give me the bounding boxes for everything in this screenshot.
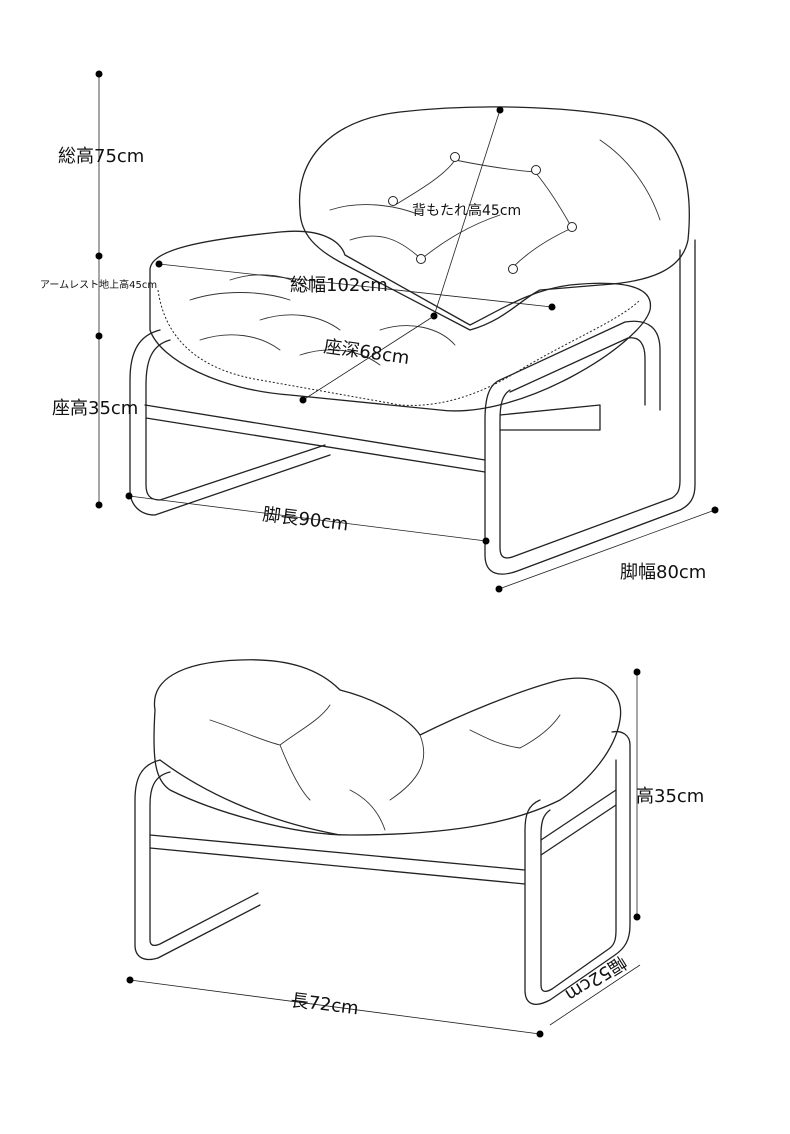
seat-depth-label: 座深68cm xyxy=(322,336,410,369)
ottoman-length-label: 長72cm xyxy=(289,990,359,1019)
ottoman-drawing xyxy=(134,659,631,1005)
total-width-label: 総幅102cm xyxy=(290,275,388,296)
ottoman-dimension-lines xyxy=(126,668,641,1038)
chair-drawing xyxy=(129,106,696,575)
back-height-label: 背もたれ高45cm xyxy=(412,202,521,219)
leg-width-label: 脚幅80cm xyxy=(620,562,706,583)
leg-length-label: 脚長90cm xyxy=(261,504,349,535)
armrest-height-label: アームレスト地上高45cm xyxy=(40,278,157,291)
chair-dimension-lines xyxy=(95,70,719,593)
total-height-label: 総高75cm xyxy=(58,146,144,167)
ottoman-height-label: 高35cm xyxy=(636,786,704,807)
seat-height-label: 座高35cm xyxy=(52,398,138,419)
